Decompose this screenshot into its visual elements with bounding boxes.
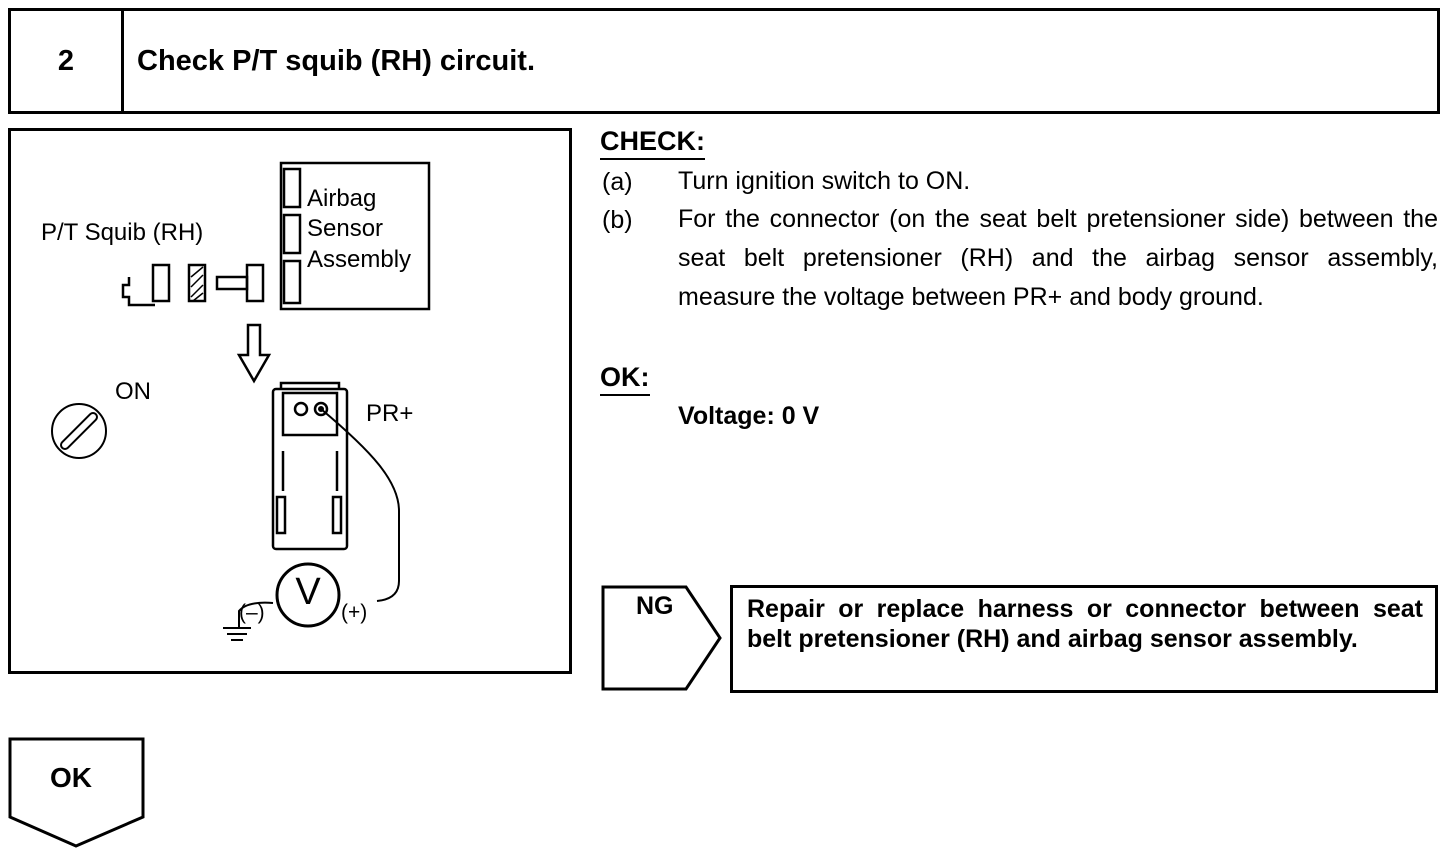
positive-label: (+) bbox=[341, 601, 368, 624]
diagram-drawing bbox=[51, 161, 431, 641]
ng-action-box: Repair or replace harness or connector b… bbox=[730, 585, 1438, 693]
ng-arrow-icon bbox=[601, 585, 722, 691]
step-b-text: For the connector (on the seat belt pret… bbox=[678, 205, 1438, 311]
step-title: Check P/T squib (RH) circuit. bbox=[137, 45, 535, 77]
sensor-pin-2 bbox=[282, 213, 302, 255]
step-header: 2 Check P/T squib (RH) circuit. bbox=[8, 8, 1440, 114]
step-number: 2 bbox=[57, 45, 75, 77]
voltmeter-icon bbox=[275, 562, 341, 628]
terminal-label: PR+ bbox=[366, 400, 414, 427]
ignition-label: ON bbox=[115, 378, 151, 405]
ignition-switch-icon bbox=[51, 403, 107, 459]
ng-label: NG bbox=[636, 592, 674, 620]
test-lead-negative bbox=[238, 601, 274, 627]
test-lead-positive bbox=[320, 408, 400, 602]
step-number-cell: 2 bbox=[11, 11, 124, 111]
connector-body bbox=[245, 263, 265, 303]
squib-plug-body bbox=[151, 263, 171, 303]
ground-symbol-icon bbox=[223, 627, 251, 641]
negative-label: (–) bbox=[239, 601, 265, 624]
step-a-text: Turn ignition switch to ON. bbox=[678, 167, 971, 195]
ok-value: Voltage: 0 V bbox=[678, 402, 820, 430]
ok-arrow-icon bbox=[8, 737, 145, 848]
ok-branch-label: OK bbox=[50, 762, 92, 793]
sensor-label-line-3: Assembly bbox=[307, 246, 412, 273]
step-a-marker: (a) bbox=[602, 168, 633, 196]
sensor-pin-3 bbox=[282, 259, 302, 305]
voltmeter-symbol: V bbox=[295, 571, 321, 613]
airbag-sensor-box bbox=[279, 161, 431, 311]
squib-plug-left bbox=[121, 277, 155, 307]
connector-hatching bbox=[190, 266, 204, 302]
squib-label: P/T Squib (RH) bbox=[41, 219, 204, 246]
ok-heading: OK: bbox=[600, 362, 650, 396]
sensor-pin-1 bbox=[282, 167, 302, 209]
step-b-marker: (b) bbox=[602, 206, 633, 234]
connector-disconnected bbox=[187, 263, 207, 303]
sensor-label-line-2: Sensor bbox=[307, 215, 384, 242]
sensor-label-line-1: Airbag bbox=[307, 185, 377, 212]
pretensioner-connector bbox=[271, 381, 349, 551]
ng-action-text: Repair or replace harness or connector b… bbox=[747, 595, 1423, 653]
connector-pin bbox=[215, 275, 249, 291]
check-heading: CHECK: bbox=[600, 126, 705, 160]
down-arrow-icon bbox=[236, 323, 272, 384]
wiring-diagram: P/T Squib (RH) Airbag Sensor Assembly ON… bbox=[8, 128, 572, 674]
